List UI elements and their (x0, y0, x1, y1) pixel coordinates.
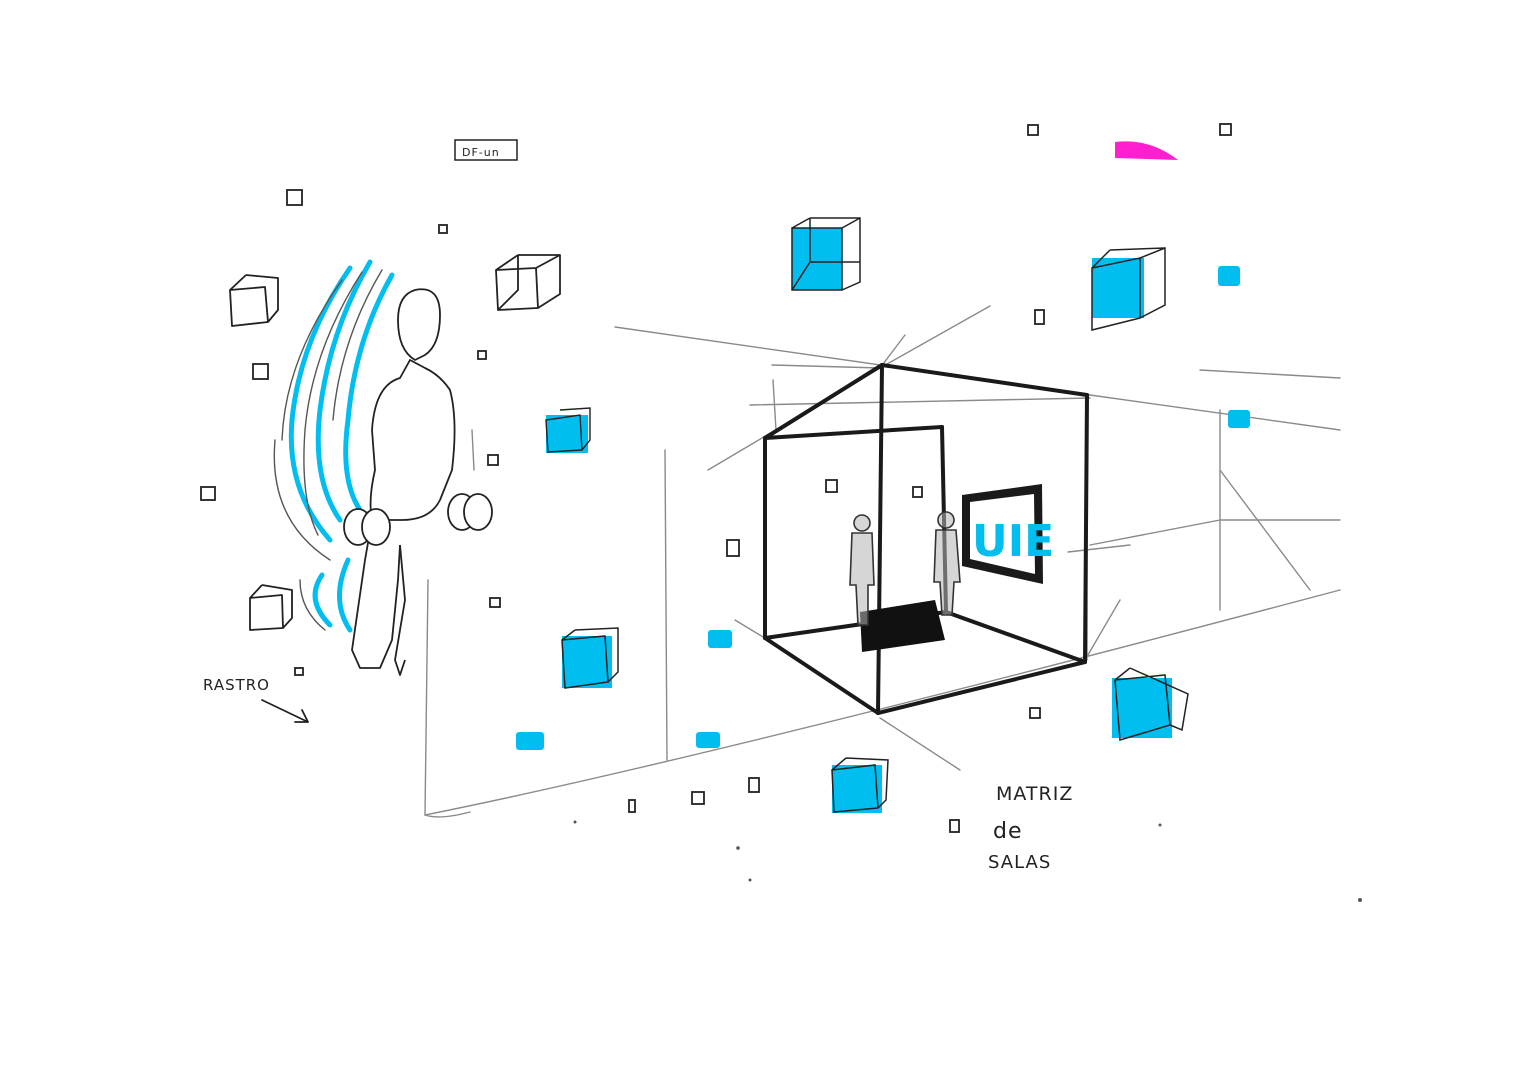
screen-label: UIE (972, 516, 1054, 567)
rastro-label: RASTRO (203, 676, 270, 694)
salas-label: SALAS (988, 852, 1051, 873)
pencil-dots (573, 820, 1362, 902)
cyan-cubes (516, 217, 1250, 813)
cyan-square (516, 732, 544, 750)
small-squares (200, 123, 1232, 833)
cyan-cube (791, 217, 861, 291)
athlete-figure (343, 288, 493, 676)
cyan-cube (831, 757, 889, 813)
bench (860, 600, 945, 652)
cyan-square (1218, 266, 1240, 286)
cyan-cube (1112, 667, 1189, 741)
de-label: de (993, 819, 1023, 844)
cyan-square (708, 630, 732, 648)
outline-cube (249, 584, 293, 631)
cyan-cube (1091, 247, 1166, 331)
outline-cube (495, 254, 561, 311)
visitor-figures (849, 511, 961, 626)
motion-trail (273, 259, 395, 633)
cyan-square (1228, 410, 1250, 428)
cyan-cube (545, 407, 591, 453)
outline-cube (229, 274, 279, 327)
cyan-square (696, 732, 720, 748)
cyan-cube (561, 627, 619, 689)
rastro-arrow (261, 699, 309, 723)
matriz-label: MATRIZ (996, 783, 1073, 805)
tag-box: DF-un (454, 139, 518, 161)
magenta-mark (1115, 141, 1178, 160)
tag-label: DF-un (462, 146, 500, 159)
screen-display: UIE (962, 484, 1054, 584)
outline-cubes (229, 254, 561, 631)
